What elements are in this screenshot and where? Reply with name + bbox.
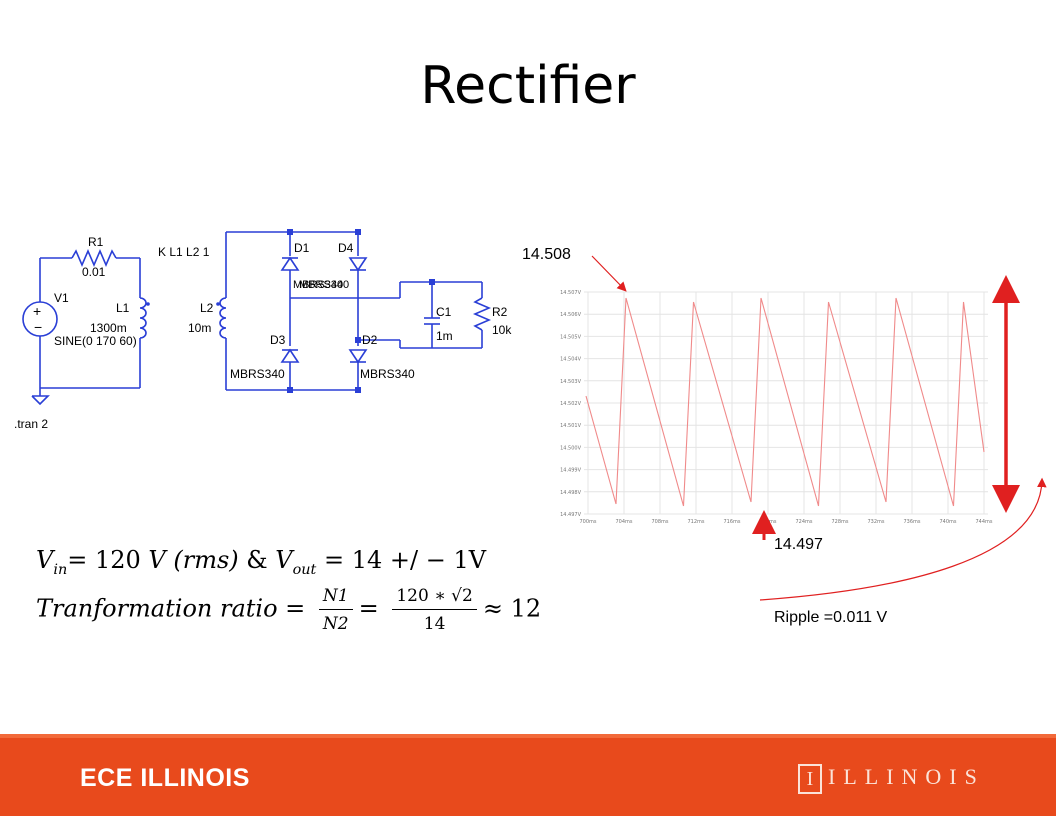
- ratio-equation: Tranformation ratio = N1 N2 = 120 ∗ √2 1…: [36, 586, 542, 634]
- ripple-label: Ripple =0.011 V: [774, 609, 888, 626]
- plus-sign: +: [33, 303, 41, 319]
- v1-label: V1: [54, 291, 69, 305]
- x-tick-label: 744ms: [975, 519, 992, 525]
- x-tick-label: 716ms: [723, 519, 740, 525]
- y-tick-label: 14.499V: [560, 468, 581, 474]
- y-tick-label: 14.498V: [560, 490, 581, 496]
- x-tick-label: 700ms: [579, 519, 596, 525]
- y-tick-label: 14.505V: [560, 334, 581, 340]
- y-tick-label: 14.502V: [560, 401, 581, 407]
- coupling-label: K L1 L2 1: [158, 245, 210, 259]
- voltage-trace: [585, 297, 985, 507]
- r2-label: R2: [492, 305, 508, 319]
- r1-label: R1: [88, 235, 104, 249]
- x-tick-label: 736ms: [903, 519, 920, 525]
- voltage-equation: Vin= 120 V (rms) & Vout = 14 +/ − 1V: [36, 546, 487, 578]
- l1-label: L1: [116, 301, 130, 315]
- d4-model-label: MBRS340: [299, 279, 349, 291]
- d1-model-label: MBRS340: [293, 279, 343, 291]
- y-tick-label: 14.503V: [560, 379, 581, 385]
- x-tick-label: 732ms: [867, 519, 884, 525]
- c1-value: 1m: [436, 329, 453, 343]
- d1-label: D1: [294, 241, 310, 255]
- v1-value: SINE(0 170 60): [54, 334, 137, 348]
- x-tick-label: 740ms: [939, 519, 956, 525]
- l2-label: L2: [200, 301, 214, 315]
- r2-value: 10k: [492, 323, 512, 337]
- y-tick-label: 14.507V: [560, 290, 581, 296]
- c1-label: C1: [436, 305, 452, 319]
- l1-value: 1300m: [90, 321, 127, 335]
- minus-sign: −: [34, 319, 42, 335]
- ece-illinois-logo: ECE ILLINOIS: [80, 764, 250, 792]
- x-tick-label: 728ms: [831, 519, 848, 525]
- y-tick-label: 14.504V: [560, 357, 581, 363]
- max-voltage-label: 14.508: [522, 246, 571, 263]
- vin-symbol: Vin: [36, 546, 68, 578]
- x-tick-label: 712ms: [687, 519, 704, 525]
- d3-label: D3: [270, 333, 286, 347]
- slide-title: Rectifier: [420, 56, 636, 116]
- x-tick-label: 720ms: [759, 519, 776, 525]
- d2-model-label: MBRS340: [360, 367, 415, 381]
- ripple-waveform-plot: 14.507V 14.506V 14.505V 14.504V 14.503V 14.50…: [560, 290, 993, 525]
- footer-divider: [0, 734, 1056, 738]
- x-tick-label: 708ms: [651, 519, 668, 525]
- voltage-ratio-fraction: 120 ∗ √2 14: [392, 586, 477, 634]
- d3-model-label: MBRS340: [230, 367, 285, 381]
- vout-symbol: Vout: [275, 546, 317, 578]
- min-voltage-label: 14.497: [774, 536, 823, 553]
- r1-value: 0.01: [82, 265, 106, 279]
- d4-label: D4: [338, 241, 354, 255]
- illinois-text: ILLINOIS: [828, 764, 985, 790]
- block-i-icon: I: [798, 764, 822, 794]
- turns-ratio-fraction: N1 N2: [318, 586, 353, 634]
- tran-directive: .tran 2: [14, 417, 48, 431]
- y-tick-label: 14.501V: [560, 423, 581, 429]
- y-tick-label: 14.506V: [560, 312, 581, 318]
- d2-label: D2: [362, 333, 378, 347]
- y-tick-label: 14.500V: [560, 445, 581, 451]
- rectifier-schematic: R1 0.01 V1 + − SINE(0 170 60) L1 1300m K…: [14, 229, 512, 431]
- x-tick-label: 704ms: [615, 519, 632, 525]
- y-tick-label: 14.497V: [560, 512, 581, 518]
- x-tick-label: 724ms: [795, 519, 812, 525]
- l2-value: 10m: [188, 321, 211, 335]
